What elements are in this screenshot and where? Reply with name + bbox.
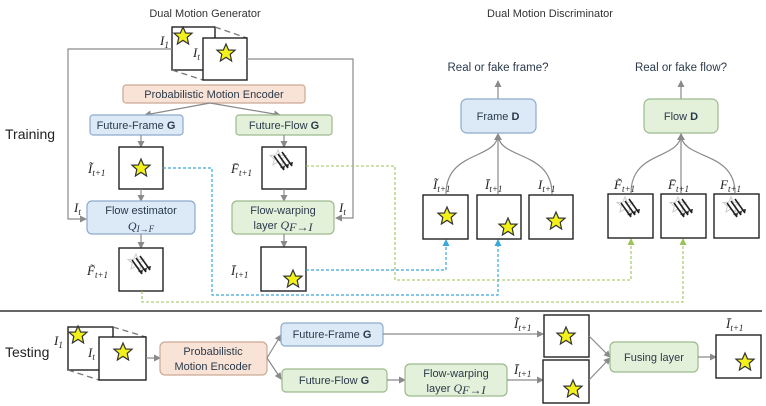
fusing-layer-label: Fusing layer — [624, 352, 684, 364]
training-label: Training — [5, 126, 55, 142]
warped-frame-box — [260, 246, 307, 292]
arrow-enc-to-frame-g — [144, 102, 211, 118]
test-label-warped: Īt+1 — [513, 362, 531, 379]
flow-d-label: Flow D — [664, 111, 698, 123]
arrow-head — [494, 133, 502, 140]
label-flow-pred: F̄t+1 — [230, 161, 252, 178]
discriminator-title: Dual Motion Discriminator — [487, 8, 613, 20]
it-feed-line-left — [67, 48, 172, 223]
testing-label: Testing — [5, 344, 49, 360]
branch-line — [680, 133, 736, 194]
arrow-enc-to-frame-g — [266, 334, 282, 359]
test-label-i1: I1 — [53, 333, 63, 350]
generator-title: Dual Motion Generator — [149, 8, 261, 20]
disc-frame-input-2 — [476, 194, 522, 240]
connector-flow-pred-to-disc — [306, 165, 635, 281]
label-disc-flow-3: Ft+1 — [719, 177, 741, 194]
branch-line — [630, 133, 682, 194]
probabilistic-motion-encoder — [122, 84, 306, 104]
flow-estimator-label: Flow estimator — [105, 205, 177, 217]
label-disc-flow-2: F̄t+1 — [667, 177, 689, 194]
future-frame-g-label: Future-Frame G — [97, 120, 176, 132]
future-frame-generator — [89, 114, 184, 136]
label-it-left: It — [73, 200, 81, 217]
label-disc-frame-1: Ĩt+1 — [432, 177, 450, 194]
connector-estimated-flow-to-disc — [141, 238, 687, 303]
test-future-flow-g-label: Future-Flow G — [299, 375, 369, 387]
label-it-right: It — [338, 200, 346, 217]
test-encoder-line2: Motion Encoder — [174, 361, 251, 373]
test-label-output: Īt+1 — [725, 316, 743, 333]
disc-frame-input-3 — [528, 194, 574, 240]
flow-question: Real or fake flow? — [635, 62, 727, 74]
test-flow-warping-label: Flow-warping — [423, 368, 488, 380]
arrow-to-fusing — [588, 335, 611, 358]
test-warped-box — [542, 359, 590, 404]
future-flow-g-label: Future-Flow G — [249, 120, 319, 132]
flow-warping-label: Flow-warping — [250, 205, 315, 217]
frame-d-label: Frame D — [477, 111, 520, 123]
arrow-head — [677, 133, 685, 140]
label-warped-frame: Īt+1 — [230, 263, 248, 280]
branch-line — [497, 133, 553, 195]
frame-question: Real or fake frame? — [448, 62, 549, 74]
test-output-box — [715, 334, 762, 379]
flow-warping-label-2: layer QF→I — [254, 218, 314, 234]
label-it: It — [192, 45, 200, 62]
connector-warped-to-disc — [306, 239, 450, 271]
encoder-label: Probabilistic Motion Encoder — [144, 89, 284, 101]
testing-input-frames: I1 It — [53, 325, 147, 381]
arrow-enc-to-flow-g — [266, 357, 282, 380]
frame-discriminator — [460, 98, 537, 134]
test-future-frame-g-label: Future-Frame G — [293, 329, 372, 341]
frame-it — [202, 37, 248, 81]
arrow-to-fusing — [588, 357, 611, 381]
flow-warping-layer — [231, 200, 335, 235]
label-disc-frame-2: Īt+1 — [484, 177, 502, 194]
test-label-frame-pred: Ĩt+1 — [513, 316, 531, 333]
label-estimated-flow: F̃t+1 — [86, 263, 108, 280]
label-disc-flow-1: F̃t+1 — [613, 177, 635, 194]
test-label-it: It — [87, 345, 95, 362]
flow-estimator-q: QI→F — [128, 219, 155, 234]
arrow-enc-to-flow-g — [209, 102, 281, 118]
it-feed-line-right — [247, 58, 354, 222]
label-frame-pred: Ĩt+1 — [87, 161, 105, 178]
branch-line — [445, 133, 499, 195]
test-flow-warping-label-2: layer QF→I — [427, 381, 487, 397]
label-disc-frame-3: It+1 — [537, 177, 555, 194]
training-input-frames: I1 It — [159, 26, 248, 81]
label-i1: I1 — [159, 33, 169, 50]
test-encoder-line1: Probabilistic — [183, 346, 243, 358]
connector-frame-pred-to-disc — [163, 167, 502, 296]
